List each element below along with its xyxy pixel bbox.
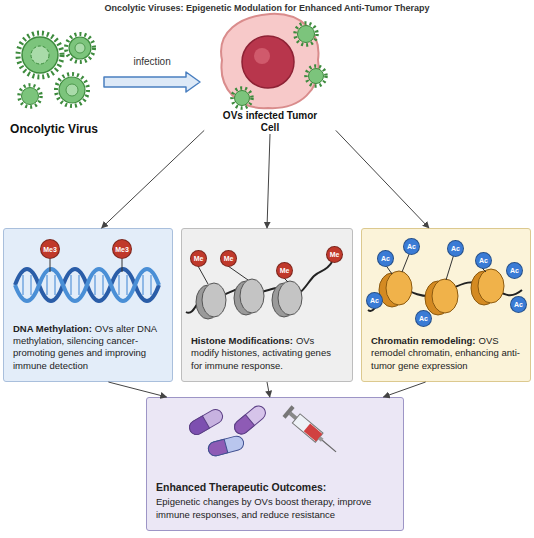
histone-disc <box>278 281 302 315</box>
mark-bubble: Me <box>326 246 343 263</box>
methyl-stem <box>50 259 51 272</box>
box-text: DNA Methylation:OVs alter DNA methylatio… <box>13 323 164 372</box>
mark-bubble: Ac <box>366 292 383 309</box>
box-heading: DNA Methylation: <box>13 323 92 334</box>
base-pair <box>126 275 128 295</box>
base-pair <box>70 275 72 295</box>
virus-spikes <box>66 34 94 62</box>
block-arrow <box>104 72 200 92</box>
process-box: Enhanced Therapeutic Outcomes:Epigenetic… <box>146 397 404 531</box>
arrow-connector <box>336 130 429 228</box>
box-text: Histone Modifications:OVs modify histone… <box>191 335 344 372</box>
arrow-connector <box>383 382 425 397</box>
arrow-connector <box>108 382 166 397</box>
mark-bubble: Me <box>220 250 237 267</box>
base-pair <box>142 275 144 295</box>
arrow-connector <box>267 382 270 397</box>
virus-spikes <box>18 33 62 77</box>
box-heading: Enhanced Therapeutic Outcomes: <box>156 481 395 495</box>
edge-label: infection <box>134 56 171 67</box>
virus-capsid <box>309 69 324 84</box>
base-pair <box>102 275 104 295</box>
nucleolus <box>254 48 270 64</box>
process-box: DNA Methylation:OVs alter DNA methylatio… <box>3 228 173 382</box>
virus-cluster <box>18 33 94 107</box>
box-text: Enhanced Therapeutic Outcomes:Epigenetic… <box>156 481 395 521</box>
base-pair <box>78 275 80 295</box>
mark-bubble: Ac <box>475 252 492 269</box>
virus-spikes <box>306 66 326 86</box>
box-text: Chromatin remodeling:OVS remodel chromat… <box>371 335 522 372</box>
mark-bubble: Me3 <box>40 239 60 259</box>
virus-capsid <box>298 26 315 43</box>
base-pair <box>54 275 56 295</box>
nucleosome-disc <box>386 271 412 305</box>
virus-capsid <box>59 77 85 103</box>
nucleosome-disc <box>432 279 458 313</box>
histone-disc <box>240 279 264 313</box>
box-heading: Histone Modifications: <box>191 335 293 346</box>
box-heading: Chromatin remodeling: <box>371 335 476 346</box>
mark-bubble: Ac <box>447 240 464 257</box>
base-pair <box>22 275 24 295</box>
virus-spikes <box>19 85 41 107</box>
cell-nucleus <box>242 36 294 88</box>
virus-core <box>31 46 49 64</box>
base-pair <box>46 275 48 295</box>
mark-bubble: Me3 <box>112 239 132 259</box>
virus-core <box>66 84 78 96</box>
cell-membrane <box>221 14 318 108</box>
base-pair <box>94 275 96 295</box>
arrow-connector <box>267 134 270 228</box>
nucleosome-disc <box>478 269 504 303</box>
mark-bubble: Ac <box>403 238 420 255</box>
mark-bubble: Ac <box>377 250 394 267</box>
virus-spikes <box>232 88 252 108</box>
methyl-stem <box>122 259 123 272</box>
arrow-connector <box>102 130 205 228</box>
node-label: Oncolytic Virus <box>10 122 98 136</box>
virus-core <box>75 43 85 53</box>
mark-bubble: Ac <box>506 262 523 279</box>
box-body: Epigenetic changes by OVs boost therapy,… <box>156 496 371 519</box>
virus-capsid <box>22 37 58 73</box>
virus-spikes <box>295 23 317 45</box>
mark-bubble: Me <box>276 262 293 279</box>
histone-disc <box>202 283 226 317</box>
base-pair <box>30 275 32 295</box>
virus-capsid <box>235 91 250 106</box>
mark-bubble: Ac <box>510 296 527 313</box>
virus-spikes <box>56 74 88 106</box>
base-pair <box>150 275 152 295</box>
diagram-title: Oncolytic Viruses: Epigenetic Modulation… <box>0 3 534 13</box>
virus-capsid <box>22 88 39 105</box>
node-label: OVs infected Tumor Cell <box>215 110 325 134</box>
base-pair <box>118 275 120 295</box>
mark-bubble: Me <box>190 250 207 267</box>
tumor-cell <box>221 14 326 108</box>
mark-bubble: Ac <box>415 310 432 327</box>
virus-capsid <box>69 37 91 59</box>
